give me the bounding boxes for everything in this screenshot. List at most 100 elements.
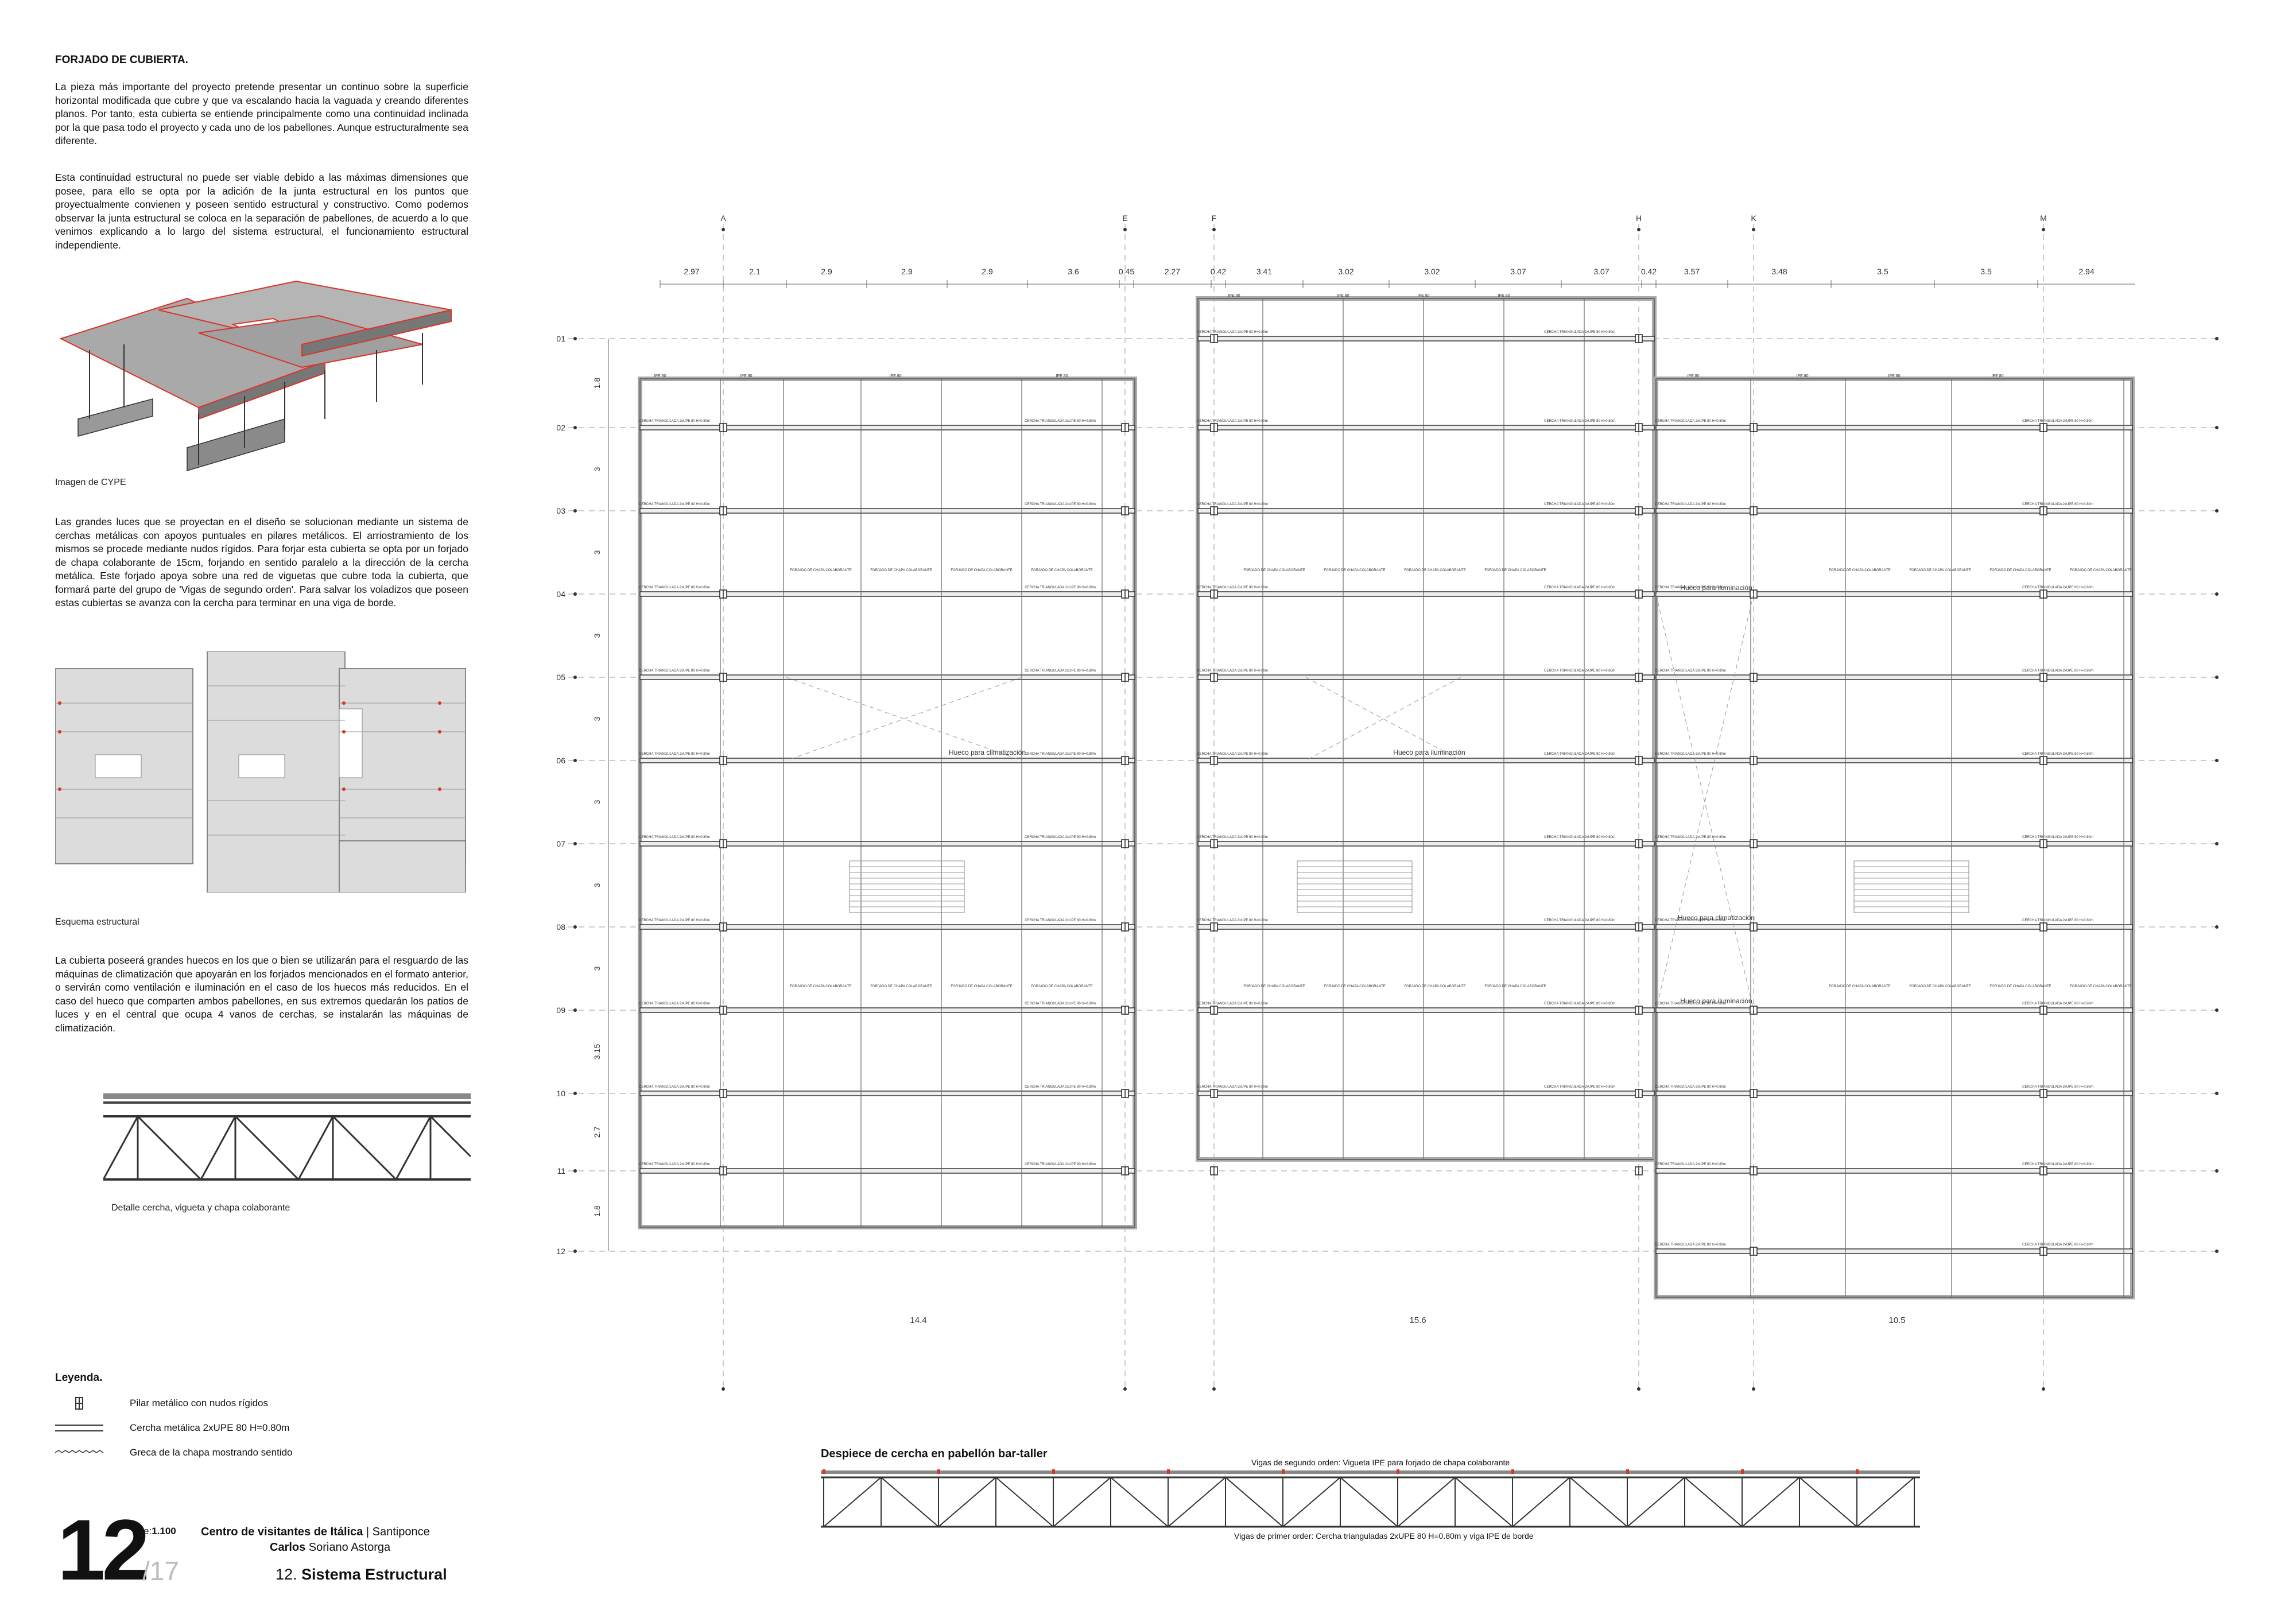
forjado-label: FORJADO DE CHAPA COLABORANTE — [951, 985, 1012, 988]
truss-red-mark — [1167, 1469, 1170, 1474]
project-name: Centro de visitantes de Itálica | Santip… — [201, 1526, 430, 1538]
top-dim-label: 2.1 — [749, 267, 761, 276]
forjado-label: FORJADO DE CHAPA COLABORANTE — [1031, 569, 1092, 572]
top-dim-label: 3.02 — [1338, 267, 1353, 276]
row-axis-dot — [2215, 676, 2219, 679]
col-axis-dot — [722, 1387, 725, 1391]
truss-line — [639, 508, 1135, 514]
top-dim-label: 2.97 — [684, 267, 699, 276]
hvac-unit — [1297, 860, 1413, 913]
cype-3d-image — [59, 280, 452, 472]
truss-red-mark — [1282, 1469, 1285, 1474]
truss-line — [639, 1168, 1135, 1174]
truss-line — [639, 425, 1135, 430]
truss-line — [1197, 924, 1655, 930]
truss-diagonal — [1684, 1477, 1743, 1527]
bottom-dim-label: 14.4 — [910, 1316, 926, 1325]
truss-tag: CERCHA TRIANGULADA 2xUPE 80 H=0.80m — [1544, 586, 1615, 589]
truss-line — [1655, 841, 2133, 847]
truss-line — [1197, 758, 1655, 763]
truss-bottom-note: Vigas de primer order: Cercha triangulad… — [1234, 1531, 1534, 1540]
row-axis-dot — [2215, 925, 2219, 929]
sheet-total: /17 — [142, 1556, 179, 1586]
truss-diagonal — [1053, 1477, 1111, 1527]
truss-tag: CERCHA TRIANGULADA 2xUPE 80 H=0.80m — [639, 1163, 710, 1166]
forjado-label: FORJADO DE CHAPA COLABORANTE — [1829, 985, 1890, 988]
row-axis-dot — [573, 842, 577, 845]
truss-tag: CERCHA TRIANGULADA 2xUPE 80 H=0.80m — [1197, 752, 1268, 756]
col-axis-dot — [2042, 228, 2045, 231]
truss-diagonal — [1397, 1477, 1456, 1527]
truss-red-mark — [1511, 1469, 1514, 1474]
col-axis-label: F — [1212, 214, 1217, 223]
top-dim-label: 3.07 — [1593, 267, 1609, 276]
row-axis-dot — [2215, 1169, 2219, 1173]
hvac-box — [849, 860, 965, 913]
forjado-label: FORJADO DE CHAPA COLABORANTE — [1324, 569, 1385, 572]
row-axis-label: 12 — [556, 1247, 565, 1256]
row-axis-label: 04 — [556, 589, 565, 599]
structural-schema — [55, 651, 466, 893]
row-axis-dot — [2215, 1008, 2219, 1012]
ipe-label: IPE 80 — [654, 374, 666, 378]
truss-tag: CERCHA TRIANGULADA 2xUPE 80 H=0.80m — [1655, 752, 1726, 756]
forjado-label: FORJADO DE CHAPA COLABORANTE — [790, 569, 851, 572]
joint-paragraph: Esta continuidad estructural no puede se… — [55, 172, 468, 251]
openings-paragraph: La cubierta poseerá grandes huecos en lo… — [55, 954, 468, 1034]
row-axis-dot — [573, 676, 577, 679]
left-dim-label: 3 — [592, 883, 602, 887]
col-axis-dot — [1212, 1387, 1216, 1391]
col-axis-label: M — [2040, 214, 2047, 223]
col-axis-dot — [1637, 228, 1640, 231]
top-dim-label: 3.48 — [1771, 267, 1787, 276]
truss-tag: CERCHA TRIANGULADA 2xUPE 80 H=0.80m — [1544, 669, 1615, 673]
opening-label: Hueco para iluminación — [1680, 584, 1752, 592]
truss-tag: CERCHA TRIANGULADA 2xUPE 80 H=0.80m — [639, 919, 710, 922]
ipe-label: IPE 80 — [1417, 294, 1429, 298]
forjado-label: FORJADO DE CHAPA COLABORANTE — [2070, 985, 2131, 988]
truss-line — [1197, 508, 1655, 514]
truss-line — [1197, 591, 1655, 597]
forjado-label: FORJADO DE CHAPA COLABORANTE — [1909, 985, 1971, 988]
opening-label: Hueco para iluminación — [1393, 748, 1465, 756]
truss-line — [1197, 336, 1655, 342]
ipe-label: IPE 80 — [1498, 294, 1510, 298]
hvac-box — [1297, 860, 1413, 913]
top-dim-label: 3.5 — [1980, 267, 1992, 276]
sheet-icon — [55, 1450, 104, 1453]
truss-tag: CERCHA TRIANGULADA 2xUPE 80 H=0.80m — [1544, 420, 1615, 423]
legend-item: Cercha metálica 2xUPE 80 H=0.80m — [55, 1417, 289, 1439]
truss-line — [639, 924, 1135, 930]
truss-diagonal — [1512, 1477, 1570, 1527]
forjado-label: FORJADO DE CHAPA COLABORANTE — [1243, 985, 1305, 988]
truss-tag: CERCHA TRIANGULADA 2xUPE 80 H=0.80m — [639, 503, 710, 506]
truss-red-mark — [1626, 1469, 1629, 1474]
truss-diagonal — [1340, 1477, 1398, 1527]
legend-title: Leyenda. — [55, 1372, 103, 1384]
truss-line — [639, 1091, 1135, 1096]
truss-tag: CERCHA TRIANGULADA 2xUPE 80 H=0.80m — [2022, 836, 2093, 839]
truss-tag: CERCHA TRIANGULADA 2xUPE 80 H=0.80m — [1655, 1243, 1726, 1247]
legend-item: Pilar metálico con nudos rígidos — [55, 1392, 268, 1415]
section-title: FORJADO DE CUBIERTA. — [55, 54, 188, 66]
col-axis-dot — [2042, 1387, 2045, 1391]
left-dim-label: 3 — [592, 550, 602, 554]
truss-tag: CERCHA TRIANGULADA 2xUPE 80 H=0.80m — [2022, 669, 2093, 673]
truss-tag: CERCHA TRIANGULADA 2xUPE 80 H=0.80m — [1655, 1085, 1726, 1089]
truss-line — [1655, 924, 2133, 930]
truss-diagonal — [1627, 1477, 1685, 1527]
truss-diagonal — [1856, 1477, 1915, 1527]
truss-tag: CERCHA TRIANGULADA 2xUPE 80 H=0.80m — [1025, 420, 1096, 423]
row-axis-dot — [573, 759, 577, 762]
forjado-label: FORJADO DE CHAPA COLABORANTE — [1031, 985, 1092, 988]
ipe-label: IPE 80 — [1687, 374, 1699, 378]
truss-red-mark — [1856, 1469, 1859, 1474]
ipe-label: IPE 80 — [1991, 374, 2003, 378]
detail-caption: Detalle cercha, vigueta y chapa colabora… — [111, 1203, 290, 1213]
truss-tag: CERCHA TRIANGULADA 2xUPE 80 H=0.80m — [1655, 836, 1726, 839]
row-axis-label: 07 — [556, 839, 565, 848]
truss-diagonal — [1110, 1477, 1169, 1527]
top-dim-label: 0.42 — [1211, 267, 1226, 276]
truss-tag: CERCHA TRIANGULADA 2xUPE 80 H=0.80m — [1544, 331, 1615, 334]
